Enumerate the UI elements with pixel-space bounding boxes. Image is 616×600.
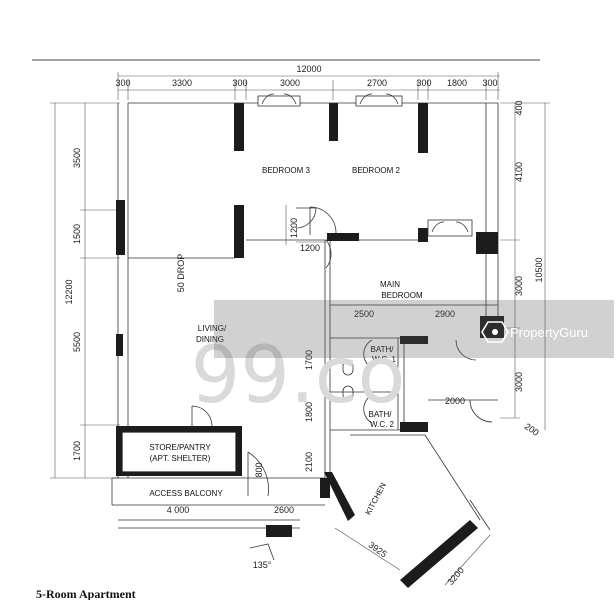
dim-top-6: 300 xyxy=(416,78,431,88)
dim-top-4: 3000 xyxy=(280,78,300,88)
dim-door-vertical: 1200 xyxy=(289,218,299,238)
room-bedroom-2: BEDROOM 2 xyxy=(352,166,401,175)
store-pantry-inner-outline xyxy=(121,431,237,473)
dim-top-5: 2700 xyxy=(367,78,387,88)
room-store-line1: STORE/PANTRY xyxy=(149,443,211,452)
dim-bath: 2000 xyxy=(445,396,465,406)
room-kitchen: KITCHEN xyxy=(364,481,389,516)
dim-inner-2: 1800 xyxy=(304,402,314,422)
dim-left-total: 12200 xyxy=(64,279,74,304)
doors xyxy=(191,93,493,497)
dim-main-bedroom-left: 2500 xyxy=(354,309,374,319)
room-main-bedroom-line2: BEDROOM xyxy=(381,291,423,300)
dim-right-2: 3000 xyxy=(514,276,524,296)
dim-drop: 50 DROP xyxy=(176,254,186,293)
dim-top-3: 300 xyxy=(232,78,247,88)
dim-top-7: 1800 xyxy=(447,78,467,88)
dim-left-2: 1500 xyxy=(72,224,82,244)
propertyguru-logo-icon xyxy=(481,321,509,343)
dim-shelter-door: 800 xyxy=(254,462,264,477)
dim-top-1: 300 xyxy=(115,78,130,88)
store-pantry-room xyxy=(122,432,236,472)
dim-right-total: 10500 xyxy=(534,257,544,282)
angle-mark xyxy=(249,543,275,561)
watermark-99co: 99.co xyxy=(191,331,406,421)
dim-right-3: 3000 xyxy=(514,372,524,392)
dim-bottom-kitchen-left: 2600 xyxy=(274,505,294,515)
dim-top-8: 300 xyxy=(482,78,497,88)
room-store-line2: (APT. SHELTER) xyxy=(150,454,211,463)
watermark-propertyguru: PropertyGuru xyxy=(510,325,588,340)
dim-total-width: 12000 xyxy=(296,64,321,74)
watermark-band xyxy=(214,300,614,358)
dim-kitchen-diagonal-1: 3925 xyxy=(367,540,389,560)
dim-inner-3: 2100 xyxy=(304,452,314,472)
dim-left-3: 5500 xyxy=(72,332,82,352)
room-bedroom-3: BEDROOM 3 xyxy=(262,166,311,175)
left-dimensions: 12200 3500 1500 5500 1700 xyxy=(50,102,120,479)
plan-caption: 5-Room Apartment xyxy=(36,587,136,600)
dim-right-1: 4100 xyxy=(514,162,524,182)
dim-left-1: 3500 xyxy=(72,148,82,168)
room-living-line2: DINING xyxy=(196,335,224,344)
dim-right-small-top: 400 xyxy=(514,100,524,115)
dim-left-4: 1700 xyxy=(72,441,82,461)
top-dimensions: 12000 300 3300 300 3000 2700 300 1800 30… xyxy=(115,64,500,100)
room-bath1-line2: W.C. 1 xyxy=(372,355,397,364)
room-access-balcony: ACCESS BALCONY xyxy=(149,489,223,498)
right-dimensions: 400 4100 3000 3000 10500 200 xyxy=(500,100,550,438)
dim-top-2: 3300 xyxy=(172,78,192,88)
room-bath1-line1: BATH/ xyxy=(371,345,395,354)
dim-main-bedroom-right: 2900 xyxy=(435,309,455,319)
room-main-bedroom-line1: MAIN xyxy=(380,280,400,289)
room-bath2-line1: BATH/ xyxy=(369,410,393,419)
room-living-line1: LIVING/ xyxy=(198,324,227,333)
dim-right-small-bottom: 200 xyxy=(523,421,541,438)
room-bath2-line2: W.C. 2 xyxy=(370,420,395,429)
dim-door-horizontal: 1200 xyxy=(300,243,320,253)
dim-bottom-balcony: 4 000 xyxy=(167,505,190,515)
dim-angle: 135° xyxy=(253,560,272,570)
dim-kitchen-diagonal-2: 3200 xyxy=(445,565,466,587)
dim-inner-1: 1700 xyxy=(304,350,314,370)
